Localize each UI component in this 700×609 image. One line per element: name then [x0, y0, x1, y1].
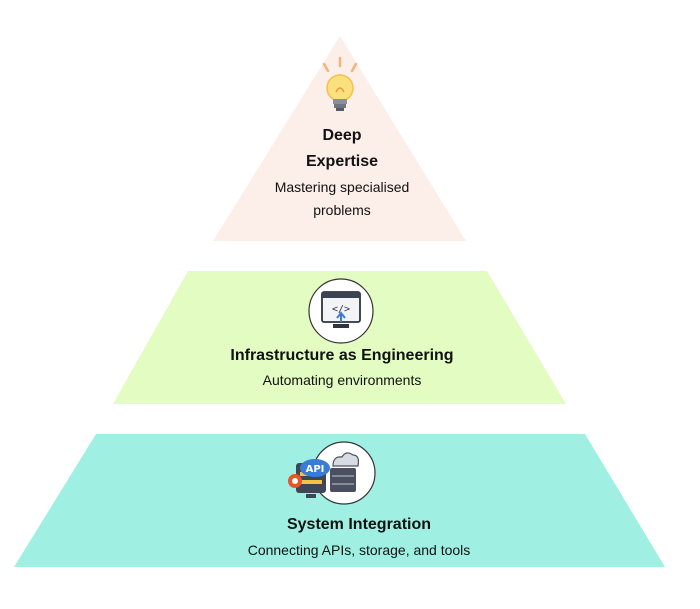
lightbulb-icon [322, 56, 358, 111]
tier-top-title-line2: Expertise [305, 153, 379, 170]
tier-top-shape [213, 36, 466, 241]
tier-top-title-line1: Deep [322, 127, 362, 144]
api-cloud-server-icon: API [288, 441, 376, 505]
code-monitor-icon: </> [308, 278, 374, 344]
api-icon-label: API [306, 464, 325, 475]
tier-bottom-title: System Integration [286, 516, 432, 533]
tier-bottom-desc: Connecting APIs, storage, and tools [247, 542, 471, 558]
tier-top-desc-line1: Mastering specialised [274, 179, 410, 195]
tier-top-desc-line2: problems [313, 202, 371, 218]
svg-text:</>: </> [332, 304, 350, 315]
tier-middle-desc: Automating environments [262, 372, 422, 388]
tier-middle-title: Infrastructure as Engineering [230, 347, 454, 364]
